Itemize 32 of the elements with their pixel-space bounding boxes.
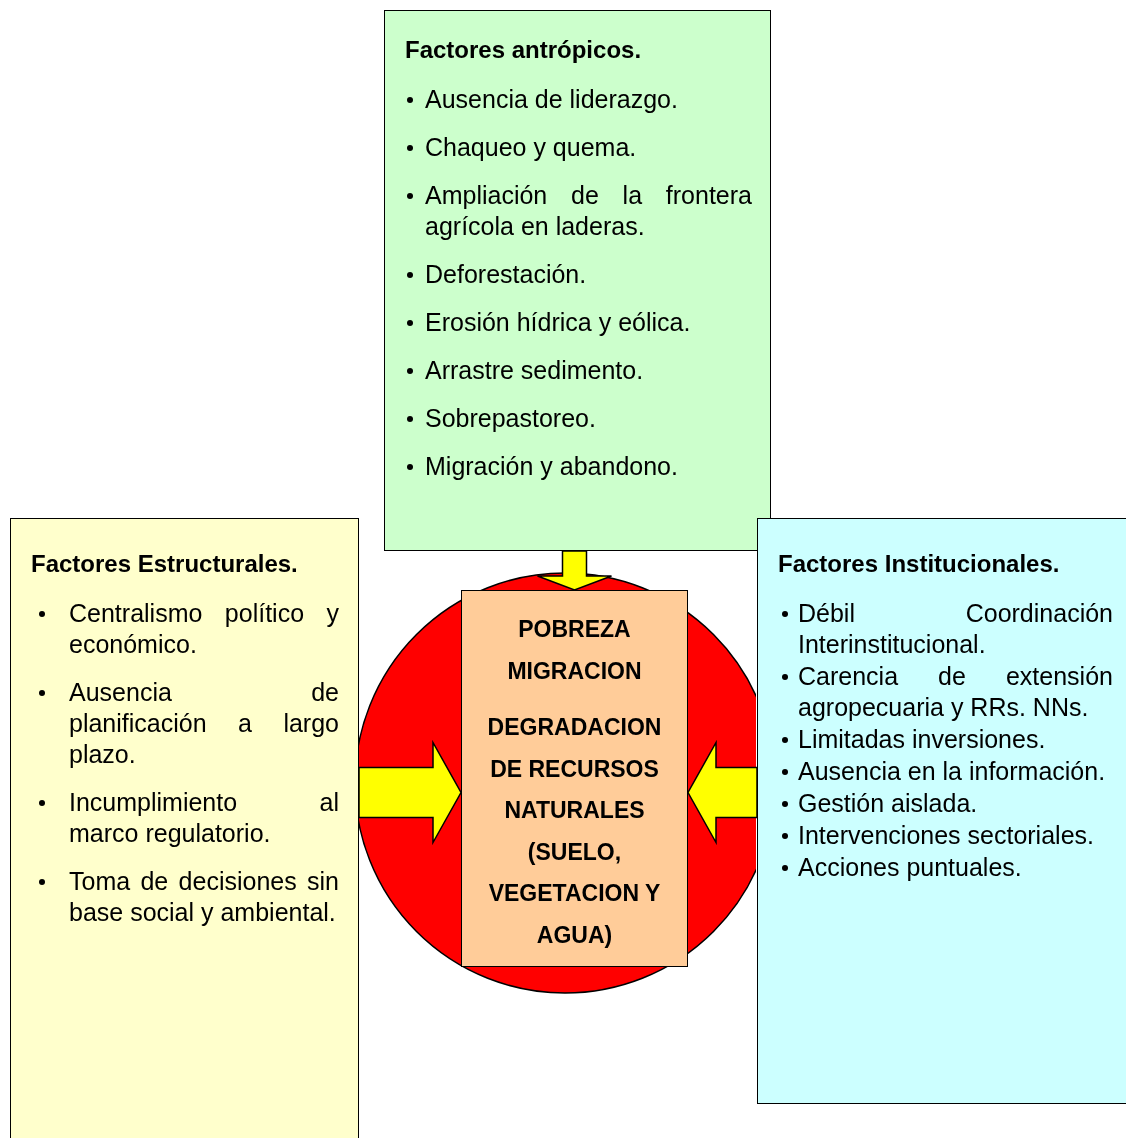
factor-box [757,518,1126,1104]
bullet-item: Ausencia en la información. [798,756,1107,787]
bullet-item: Migración y abandono. [425,451,679,482]
center-text: POBREZA [517,615,632,644]
block-arrow [536,550,613,591]
bullet-item: Deforestación. [425,259,588,290]
bullet-item: Limitadas inversiones. [798,724,1047,755]
bullet-item: Carencia de extensión agropecuaria y RRs. NNs. [798,661,1113,723]
block-arrow [687,739,758,846]
factor-box [10,518,359,1138]
bullet-item: Ausencia de liderazgo. [425,84,679,115]
center-text: DEGRADACION DE RECURSOS NATURALES (SUELO, VEGETACION Y AGUA) [486,713,663,950]
bullet-item: Gestión aislada. [798,788,979,819]
bullet-item: Chaqueo y quema. [425,132,638,163]
box-heading: Factores Institucionales. [778,550,1060,578]
bullet-item: Incumplimiento al marco regulatorio. [69,787,339,849]
center-box [461,590,688,967]
bullet-item: Arrastre sedimento. [425,355,645,386]
bullet-item: Erosión hídrica y eólica. [425,307,692,338]
bullet-item: Intervenciones sectoriales. [798,820,1095,851]
bullet-item: Sobrepastoreo. [425,403,597,434]
bullet-item: Centralismo político y económico. [69,598,339,660]
bullet-item: Toma de decisiones sin base social y ambiental. [69,866,339,928]
block-arrow [358,739,462,846]
bullet-item: Ampliación de la frontera agrícola en laderas. [425,180,752,242]
center-text: MIGRACION [506,656,643,686]
box-heading: Factores antrópicos. [405,36,642,64]
bullet-item: Acciones puntuales. [798,852,1023,883]
bullet-item: Ausencia de planificación a largo plazo. [69,677,339,770]
bullet-item: Débil Coordinación Interinstitucional. [798,598,1113,660]
factor-box [384,10,771,551]
box-heading: Factores Estructurales. [31,550,298,578]
